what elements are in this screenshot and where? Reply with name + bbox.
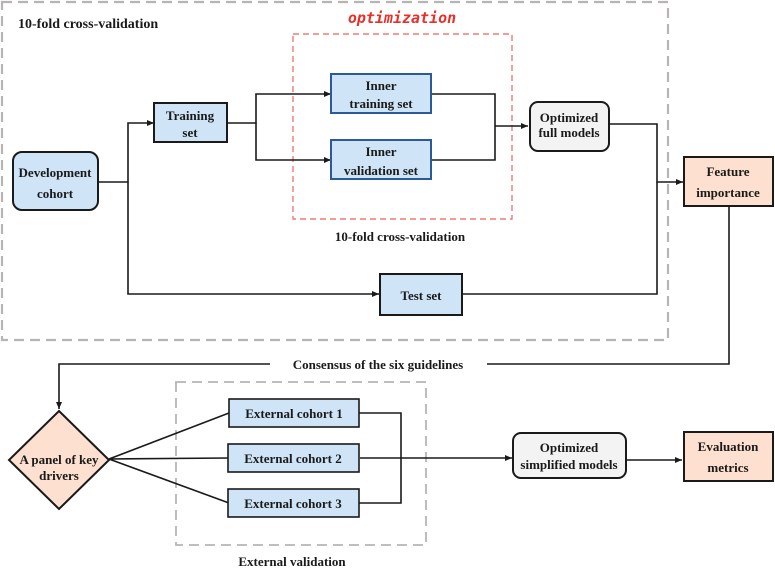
node-training-set[interactable]: Training set bbox=[153, 102, 228, 143]
node-label: Optimized bbox=[540, 110, 599, 125]
node-label: importance bbox=[696, 185, 760, 200]
node-label: Feature bbox=[706, 164, 749, 179]
edge-inner-merge bbox=[431, 93, 496, 161]
outer-cv-frame bbox=[0, 0, 670, 342]
node-label: External cohort 3 bbox=[244, 496, 342, 511]
consensus-label: Consensus of the six guidelines bbox=[293, 357, 463, 372]
node-external-cohort-3[interactable]: External cohort 3 bbox=[227, 488, 360, 518]
node-label: Evaluation bbox=[698, 439, 759, 454]
node-evaluation-metrics[interactable]: Evaluation metrics bbox=[683, 431, 774, 482]
node-label: cohort bbox=[37, 186, 74, 201]
node-label: training set bbox=[349, 96, 413, 111]
node-inner-training-set[interactable]: Inner training set bbox=[330, 73, 432, 114]
node-test-set[interactable]: Test set bbox=[379, 273, 463, 316]
edge-full-to-feature bbox=[609, 123, 683, 185]
edge-drivers-ext2 bbox=[108, 457, 230, 460]
node-label: External cohort 2 bbox=[244, 451, 341, 466]
edge-dev-test bbox=[127, 182, 379, 297]
inner-cv-label: 10-fold cross-validation bbox=[335, 229, 466, 244]
outer-cv-label: 10-fold cross-validation bbox=[18, 17, 158, 32]
edges bbox=[56, 91, 730, 504]
edge-train-innerval bbox=[255, 123, 331, 163]
node-label: metrics bbox=[707, 460, 748, 475]
node-label: External cohort 1 bbox=[245, 406, 342, 421]
node-feature-importance[interactable]: Feature importance bbox=[683, 156, 774, 207]
node-label: Inner bbox=[365, 78, 396, 93]
node-label: Development bbox=[19, 165, 93, 180]
node-label: validation set bbox=[344, 163, 419, 178]
edge-consensus-left bbox=[56, 363, 270, 409]
node-development-cohort[interactable]: Development cohort bbox=[12, 151, 99, 211]
external-validation-label: External validation bbox=[238, 554, 346, 569]
node-label: full models bbox=[538, 125, 599, 140]
optimization-label: optimization bbox=[348, 9, 456, 27]
edge-train-inner bbox=[227, 91, 331, 124]
node-external-cohort-2[interactable]: External cohort 2 bbox=[227, 443, 360, 473]
node-key-drivers[interactable]: A panel of key drivers bbox=[7, 409, 111, 511]
node-inner-validation-set[interactable]: Inner validation set bbox=[330, 139, 432, 180]
node-label: A panel of key bbox=[19, 452, 99, 467]
edge-drivers-ext3 bbox=[108, 458, 230, 504]
node-label: Inner bbox=[365, 144, 396, 159]
node-label: drivers bbox=[39, 468, 79, 483]
edge-dev-split bbox=[98, 120, 154, 183]
edge-feature-down bbox=[487, 206, 730, 365]
edge-test-to-feature bbox=[461, 182, 658, 295]
node-optimized-full-models[interactable]: Optimized full models bbox=[529, 101, 610, 152]
node-optimized-simplified-models[interactable]: Optimized simplified models bbox=[512, 432, 627, 479]
node-label: Training bbox=[166, 108, 215, 123]
optimization-frame bbox=[292, 33, 513, 220]
node-external-cohort-1[interactable]: External cohort 1 bbox=[228, 398, 360, 428]
edge-drivers-ext1 bbox=[108, 412, 230, 460]
node-label: Test set bbox=[400, 288, 442, 303]
node-label: simplified models bbox=[520, 457, 617, 472]
node-label: set bbox=[182, 125, 198, 140]
node-label: Optimized bbox=[540, 440, 599, 455]
external-validation-frame bbox=[175, 381, 427, 546]
